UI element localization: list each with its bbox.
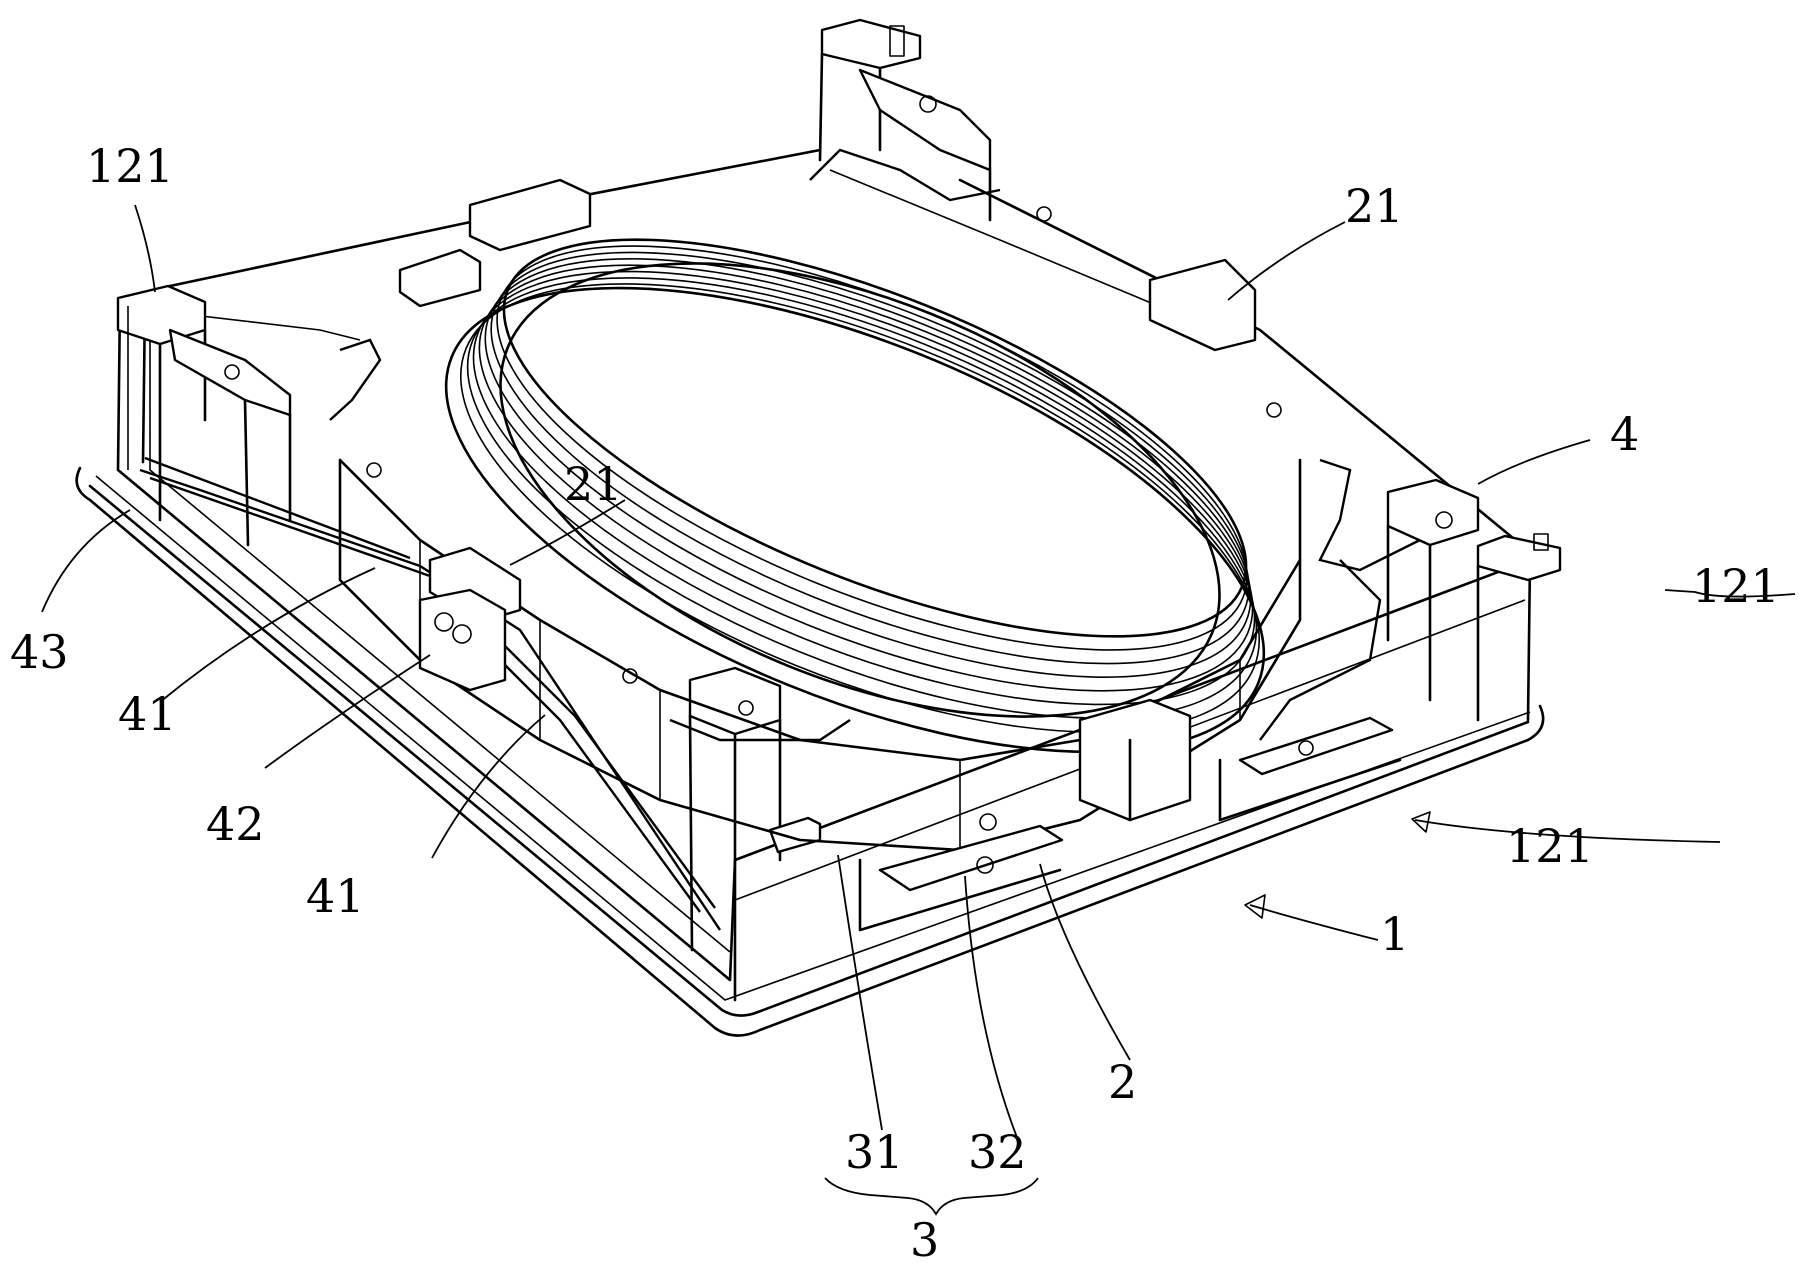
label-21-center: 21 <box>564 457 623 511</box>
corner-post-bottom <box>688 666 822 1002</box>
reference-labels: 121 21 4 121 121 1 21 43 41 42 41 2 31 3… <box>10 139 1780 1267</box>
label-21-top-right: 21 <box>1345 179 1404 233</box>
label-121-top-left: 121 <box>86 139 174 193</box>
label-121-bottom-right: 121 <box>1506 819 1594 873</box>
label-121-right: 121 <box>1692 559 1780 613</box>
label-43: 43 <box>10 625 69 679</box>
label-32: 32 <box>968 1125 1027 1179</box>
label-4: 4 <box>1610 407 1639 461</box>
leader-lines <box>41 204 1796 1216</box>
label-41-upper: 41 <box>118 687 177 741</box>
label-1: 1 <box>1380 907 1409 961</box>
wire-spring <box>139 148 1421 931</box>
spring-clip-center <box>418 546 522 692</box>
corner-post-right <box>1386 478 1562 722</box>
label-42: 42 <box>206 797 265 851</box>
bottom-pad-right <box>1218 716 1402 822</box>
base-frame <box>75 148 1545 1037</box>
corner-post-top-left <box>116 284 292 547</box>
central-ring <box>338 178 1302 852</box>
label-2: 2 <box>1108 1055 1137 1109</box>
label-3: 3 <box>910 1213 939 1264</box>
label-41-lower: 41 <box>306 869 365 923</box>
label-31: 31 <box>845 1125 904 1179</box>
corner-post-top <box>818 18 992 222</box>
bottom-pad-32 <box>858 824 1064 932</box>
